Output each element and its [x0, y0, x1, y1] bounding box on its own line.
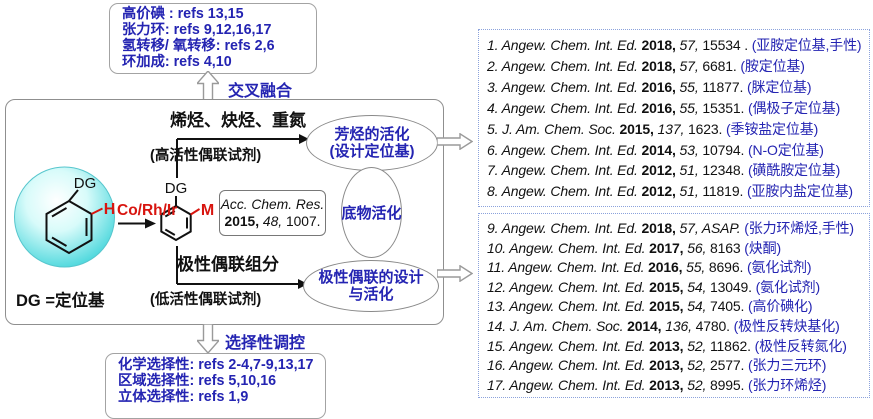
reference-item: 8. Angew. Chem. Int. Ed. 2012, 51, 11819… — [487, 183, 853, 200]
oval-top-line2: (设计定位基) — [329, 143, 415, 160]
oval-polar-coupling: 极性偶联的设计 与活化 — [303, 260, 439, 312]
bottom-branch-label: 极性偶联组分 — [177, 255, 279, 274]
fusion-line-4: 环加成: refs 4,10 — [122, 53, 232, 70]
reference-item: 7. Angew. Chem. Int. Ed. 2012, 51, 12348… — [487, 162, 841, 179]
product-m-label: M — [201, 202, 214, 219]
top-branch-arrowhead — [299, 134, 309, 144]
dg-legend: DG =定位基 — [16, 292, 105, 310]
oval-mid-line: 底物活化 — [341, 205, 402, 222]
bottom-branch-sublabel: (低活性偶联试剂) — [150, 292, 262, 308]
reference-item: 16. Angew. Chem. Int. Ed. 2013, 52, 2577… — [487, 357, 827, 374]
oval-arene-activation: 芳烃的活化 (设计定位基) — [306, 115, 438, 171]
acc-page: 1007. — [285, 214, 321, 229]
catalyst-label: Co/Rh/Ir — [117, 202, 178, 219]
acc-volume: 48, — [262, 214, 283, 229]
reference-item: 11. Angew. Chem. Int. Ed. 2016, 55, 8696… — [487, 259, 812, 276]
selectivity-refs-box: 化学选择性: refs 2-4,7-9,13,17 区域选择性: refs 5,… — [105, 353, 326, 419]
reference-list-bottom: 9. Angew. Chem. Int. Ed. 2018, 57, ASAP.… — [478, 213, 870, 398]
reference-item: 12. Angew. Chem. Int. Ed. 2015, 54, 1304… — [487, 278, 821, 295]
reactant-h-label: H — [104, 201, 116, 218]
top-branch-sublabel: (高活性偶联试剂) — [150, 148, 262, 164]
product-dg-label: DG — [165, 180, 188, 197]
down-arrow-icon — [197, 324, 219, 353]
reference-item: 13. Angew. Chem. Int. Ed. 2015, 54, 7405… — [487, 298, 813, 315]
top-branch-label: 烯烃、炔烃、重氮 — [170, 111, 306, 130]
reference-item: 10. Angew. Chem. Int. Ed. 2017, 56, 8163… — [487, 239, 781, 256]
reference-item: 3. Angew. Chem. Int. Ed. 2016, 55, 11877… — [487, 78, 812, 95]
acc-journal: Acc. Chem. Res. — [220, 197, 325, 212]
oval-bottom-line2: 与活化 — [348, 286, 394, 303]
reference-list-top: 1. Angew. Chem. Int. Ed. 2018, 57, 15534… — [478, 29, 870, 207]
product-molecule — [160, 196, 201, 242]
acc-chem-res-box: Acc. Chem. Res. 2015, 48, 1007. — [219, 190, 326, 236]
reference-item: 5. J. Am. Chem. Soc. 2015, 137, 1623. (季… — [487, 120, 819, 137]
reactant-molecule — [45, 189, 103, 255]
reactant-dg-label: DG — [74, 175, 97, 192]
right-arrow-top-icon — [437, 133, 473, 150]
substrate-sphere — [14, 166, 115, 268]
cross-fusion-label: 交叉融合 — [228, 83, 293, 100]
reference-item: 15. Angew. Chem. Int. Ed. 2013, 52, 1186… — [487, 337, 847, 354]
branch-arrows — [176, 138, 299, 285]
reaction-arrow — [118, 218, 156, 229]
reference-item: 9. Angew. Chem. Int. Ed. 2018, 57, ASAP.… — [487, 220, 854, 236]
right-arrow-bottom-icon — [437, 265, 473, 282]
reference-item: 4. Angew. Chem. Int. Ed. 2016, 55, 15351… — [487, 99, 841, 116]
reference-item: 6. Angew. Chem. Int. Ed. 2014, 53, 10794… — [487, 141, 824, 158]
oval-substrate-activation: 底物活化 — [341, 167, 402, 258]
fusion-line-3: 氢转移/ 氧转移: refs 2,6 — [122, 37, 275, 54]
oval-bottom-line1: 极性偶联的设计 — [318, 268, 424, 286]
selectivity-line-2: 区域选择性: refs 5,10,16 — [118, 372, 277, 389]
fusion-line-2: 张力环: refs 9,12,16,17 — [122, 21, 272, 38]
reference-item: 14. J. Am. Chem. Soc. 2014, 136, 4780. (… — [487, 317, 840, 334]
reference-item: 1. Angew. Chem. Int. Ed. 2018, 57, 15534… — [487, 37, 862, 53]
reference-item: 17. Angew. Chem. Int. Ed. 2013, 52, 8995… — [487, 376, 827, 393]
selectivity-line-1: 化学选择性: refs 2-4,7-9,13,17 — [118, 357, 314, 373]
cross-fusion-refs-box: 高价碘 : refs 13,15 张力环: refs 9,12,16,17 氢转… — [109, 3, 317, 74]
oval-top-line1: 芳烃的活化 — [334, 125, 410, 143]
selectivity-line-3: 立体选择性: refs 1,9 — [118, 388, 249, 405]
selectivity-label: 选择性调控 — [225, 335, 306, 352]
up-arrow-icon — [197, 71, 219, 100]
fusion-line-1: 高价碘 : refs 13,15 — [122, 6, 244, 22]
reference-item: 2. Angew. Chem. Int. Ed. 2018, 57, 6681.… — [487, 57, 805, 74]
reaction-scheme-graphics: DG H DG M — [14, 134, 309, 289]
acc-year: 2015, — [224, 214, 260, 229]
